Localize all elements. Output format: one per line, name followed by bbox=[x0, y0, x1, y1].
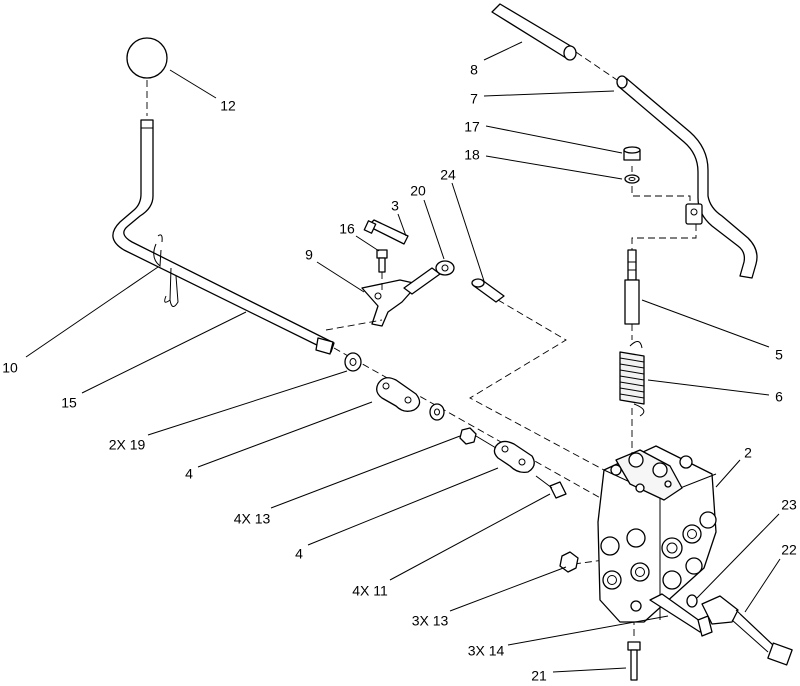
leader-line-c10 bbox=[25, 266, 159, 358]
part-23-washer bbox=[686, 594, 698, 608]
part-20-rod-end bbox=[403, 260, 455, 295]
part-5-spool-rod bbox=[624, 249, 640, 325]
callout-c21: 21 bbox=[531, 668, 547, 684]
part-21-bolt bbox=[627, 641, 641, 681]
leader-line-c23 bbox=[696, 513, 780, 599]
callout-c3: 3 bbox=[391, 198, 399, 214]
leader-line-c15 bbox=[81, 311, 247, 394]
callout-c8: 8 bbox=[470, 62, 478, 78]
callout-c23: 23 bbox=[781, 497, 797, 513]
leader-line-c7 bbox=[483, 90, 615, 97]
callout-c4b: 4 bbox=[295, 546, 303, 562]
part-16-screw bbox=[376, 249, 388, 290]
leader-line-c16 bbox=[355, 235, 380, 252]
leader-line-c3x14 bbox=[507, 615, 669, 646]
leader-line-c3x13 bbox=[449, 566, 567, 612]
part-13-nut-lower bbox=[559, 551, 579, 573]
leader-line-c17 bbox=[485, 125, 623, 154]
leader-line-c8 bbox=[483, 41, 523, 61]
callout-c24: 24 bbox=[440, 167, 456, 183]
callout-c12: 12 bbox=[220, 98, 236, 114]
part-13-nut-upper bbox=[459, 427, 497, 449]
callout-c7: 7 bbox=[470, 91, 478, 107]
part-12-knob bbox=[126, 37, 168, 116]
leader-line-c2x19 bbox=[147, 370, 348, 436]
callout-c3x13: 3X 13 bbox=[412, 613, 449, 629]
leader-line-c20 bbox=[423, 199, 445, 260]
callout-c3x14: 3X 14 bbox=[468, 643, 505, 659]
part-18-washer bbox=[624, 174, 640, 184]
part-24-spacer bbox=[471, 278, 505, 303]
part-2-control-valve bbox=[597, 445, 717, 623]
leader-line-c5 bbox=[641, 299, 770, 348]
part-10-hairpin-pins bbox=[153, 234, 179, 307]
part-7-handle bbox=[616, 75, 758, 279]
part-9-bracket bbox=[361, 279, 419, 327]
leader-line-c4x13 bbox=[270, 435, 461, 509]
part-11-screw bbox=[535, 475, 567, 499]
part-19-washer-1 bbox=[344, 352, 362, 372]
leader-line-c3 bbox=[397, 213, 407, 237]
part-8-grip bbox=[491, 3, 577, 61]
leader-line-c6 bbox=[647, 379, 770, 396]
part-14-bolt bbox=[649, 593, 713, 637]
leader-line-c18 bbox=[485, 155, 623, 180]
callout-c4x13: 4X 13 bbox=[234, 511, 271, 527]
part-19-washer-2 bbox=[429, 403, 445, 421]
leader-line-c2 bbox=[715, 459, 741, 488]
leader-line-c4x11 bbox=[389, 493, 551, 581]
leader-line-c22 bbox=[744, 558, 781, 613]
part-3-bolt bbox=[363, 219, 409, 245]
callout-c9: 9 bbox=[305, 247, 313, 263]
callout-c5: 5 bbox=[775, 347, 783, 363]
part-6-spring bbox=[619, 341, 645, 417]
callout-c10: 10 bbox=[2, 360, 18, 376]
callout-c16: 16 bbox=[339, 221, 355, 237]
leader-line-c9 bbox=[316, 261, 365, 293]
leader-line-c4b bbox=[307, 467, 499, 546]
callout-c6: 6 bbox=[775, 389, 783, 405]
callout-c2x19: 2X 19 bbox=[109, 437, 146, 453]
part-17-nut bbox=[623, 146, 641, 161]
leader-line-c12 bbox=[169, 69, 217, 99]
callout-c22: 22 bbox=[781, 542, 797, 558]
callout-c4x11: 4X 11 bbox=[352, 583, 388, 599]
part-4-link-plate-2 bbox=[493, 440, 535, 474]
part-15-lever-rod bbox=[112, 119, 335, 355]
callout-labels: 8 7 17 18 12 24 20 3 16 9 5 6 2 23 22 10 15 2X 19 4 4X 13 4 4… bbox=[2, 41, 797, 684]
leader-line-c21 bbox=[552, 667, 627, 673]
leader-line-c24 bbox=[451, 182, 485, 282]
callout-c2: 2 bbox=[744, 445, 752, 461]
callout-c17: 17 bbox=[464, 119, 480, 135]
part-22-switch-harness bbox=[701, 595, 793, 666]
part-4-link-plate-1 bbox=[376, 377, 421, 412]
callout-c20: 20 bbox=[410, 183, 426, 199]
callout-c18: 18 bbox=[464, 147, 480, 163]
callout-c15: 15 bbox=[61, 395, 77, 411]
callout-c4a: 4 bbox=[185, 466, 193, 482]
leader-line-c4a bbox=[197, 401, 373, 468]
